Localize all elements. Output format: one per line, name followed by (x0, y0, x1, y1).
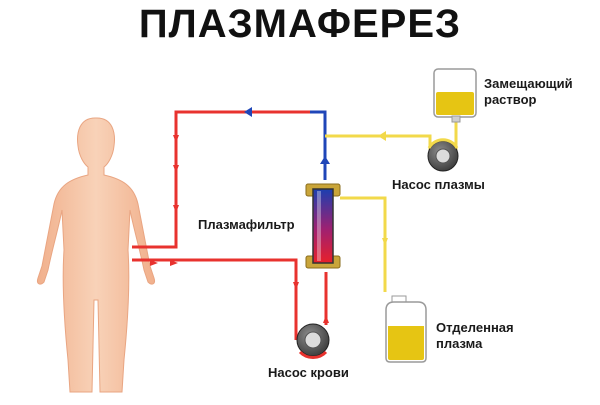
replacement-solution-bag-icon (433, 68, 477, 123)
separated-plasma-label: Отделенная плазма (436, 320, 514, 352)
blood-pump-label: Насос крови (268, 365, 349, 380)
plasma-filter-label: Плазмафильтр (198, 217, 295, 232)
replacement-solution-label-line2: раствор (484, 92, 537, 107)
plasma-canister-icon (385, 295, 427, 363)
plasma-filter-icon (305, 183, 341, 269)
replacement-solution-label-line1: Замещающий (484, 76, 573, 91)
plasma-pump-label: Насос плазмы (392, 177, 485, 192)
flow-arrows (150, 107, 388, 323)
separated-plasma-label-line1: Отделенная (436, 320, 514, 335)
human-body-icon (37, 117, 155, 393)
replacement-solution-label: Замещающий раствор (484, 76, 573, 108)
plasma-pump-icon (427, 138, 459, 172)
page-title: ПЛАЗМАФЕРЕЗ (138, 2, 462, 46)
blood-pump-icon (296, 323, 330, 359)
blood-to-pump-line (132, 258, 328, 340)
separated-plasma-label-line2: плазма (436, 336, 483, 351)
